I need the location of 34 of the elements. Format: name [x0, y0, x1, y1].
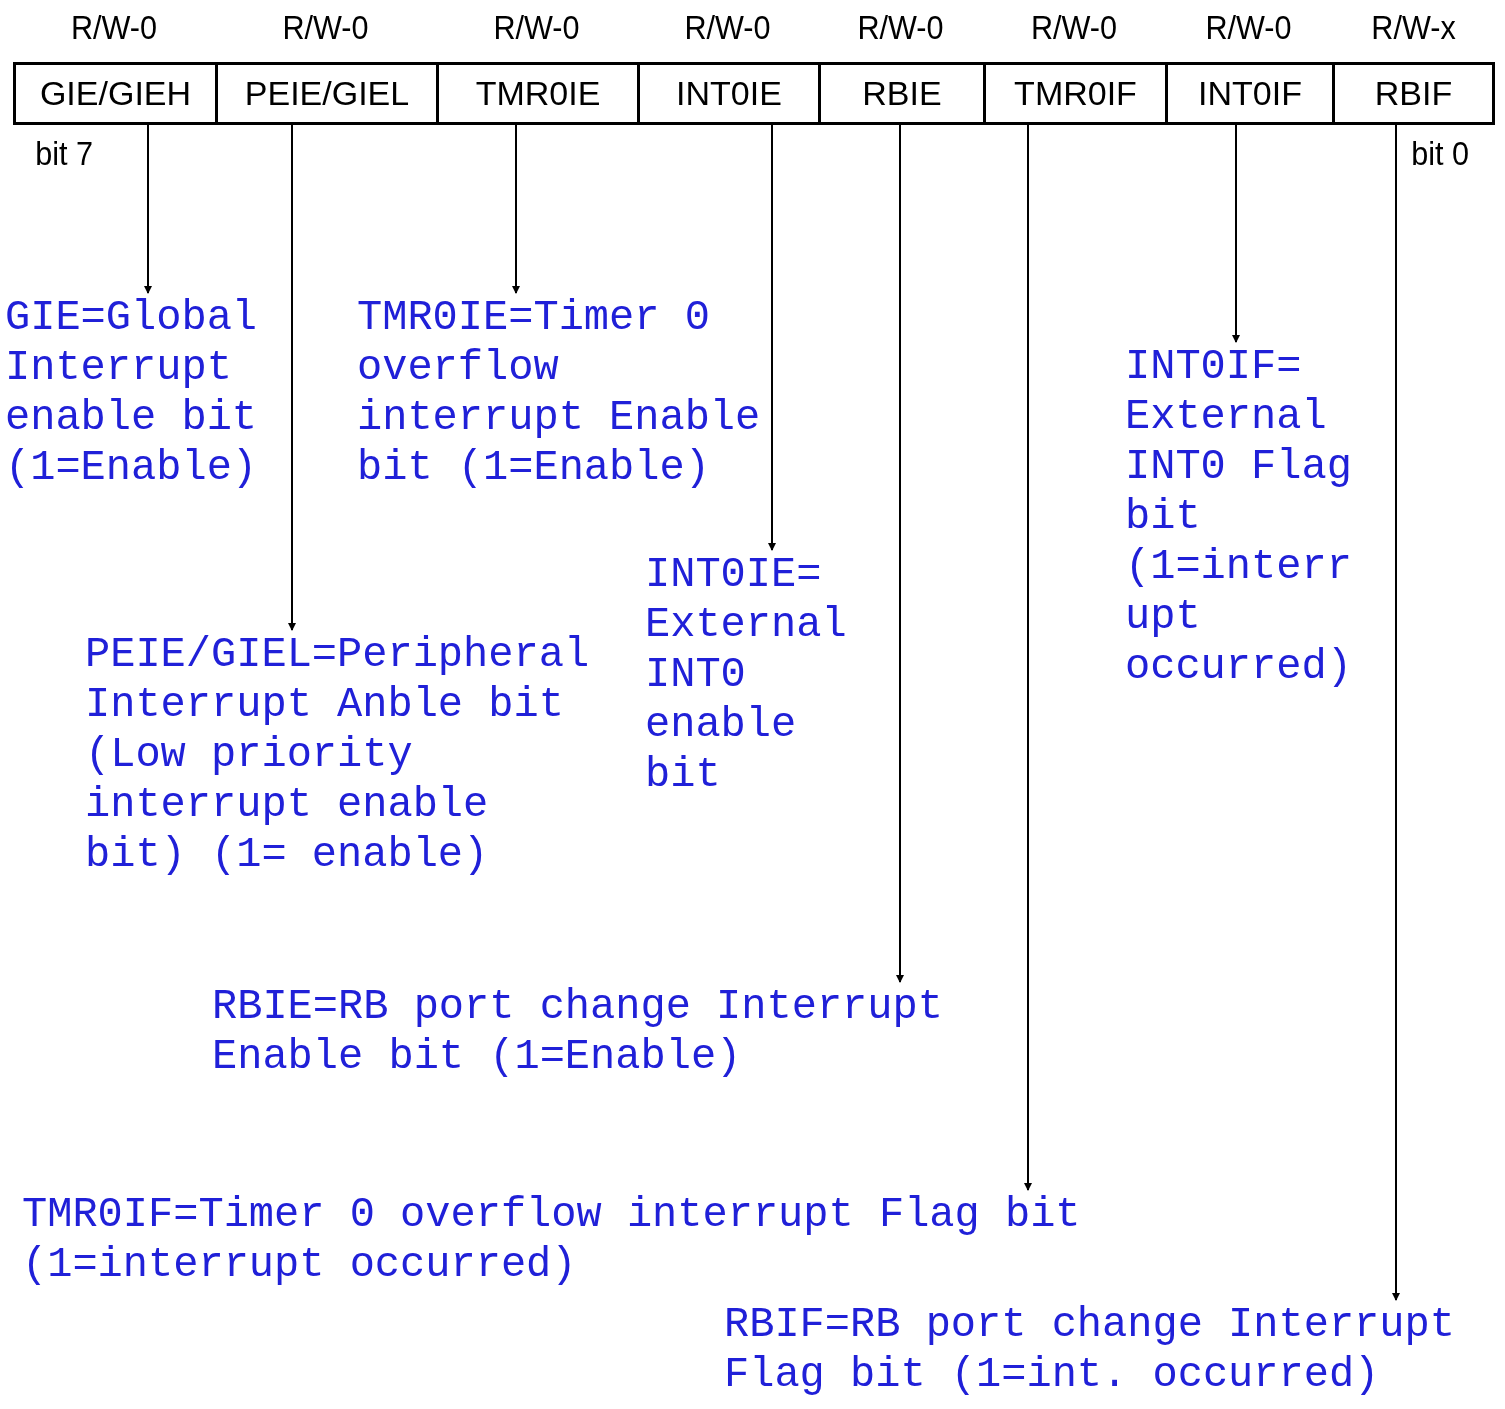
register-bit-cell: GIE/GIEH — [13, 62, 218, 125]
access-label: R/W-0 — [856, 8, 945, 47]
access-label: R/W-0 — [683, 8, 772, 47]
bit-position-label: bit 0 — [1411, 134, 1470, 173]
access-label: R/W-x — [1370, 8, 1457, 47]
bit-description: TMR0IE=Timer 0 overflow interrupt Enable bit (1=Enable) — [357, 293, 761, 493]
arrow — [1232, 124, 1240, 343]
register-bit-cell: TMR0IF — [983, 62, 1168, 125]
arrow — [896, 124, 904, 983]
register-bit-cell: RBIE — [818, 62, 986, 125]
arrow — [768, 124, 776, 551]
arrow — [512, 124, 520, 294]
arrow — [144, 124, 152, 294]
arrow — [288, 124, 296, 631]
access-label: R/W-0 — [1204, 8, 1293, 47]
register-bit-cell: PEIE/GIEL — [215, 62, 439, 125]
register-bit-cell: RBIF — [1332, 62, 1495, 125]
bit-description: RBIE=RB port change Interrupt Enable bit (1=Enable) — [212, 982, 943, 1082]
bit-description: PEIE/GIEL=Peripheral Interrupt Anble bit (Low priority interrupt enable bit) (1= enable) — [85, 630, 590, 880]
bit-description: INT0IE= External INT0 enable bit — [645, 550, 847, 800]
bit-position-label: bit 7 — [35, 134, 94, 173]
access-label: R/W-0 — [492, 8, 581, 47]
access-label: R/W-0 — [69, 8, 159, 47]
register-bit-cell: TMR0IE — [436, 62, 640, 125]
arrow — [1024, 124, 1032, 1191]
register-bit-cell: INT0IF — [1165, 62, 1335, 125]
bit-description: TMR0IF=Timer 0 overflow interrupt Flag bit (1=interrupt occurred) — [22, 1190, 1081, 1290]
bit-description: GIE=Global Interrupt enable bit (1=Enable) — [5, 293, 258, 493]
access-label: R/W-0 — [281, 8, 370, 47]
access-label: R/W-0 — [1029, 8, 1119, 47]
arrow — [1392, 124, 1400, 1301]
bit-description: INT0IF= External INT0 Flag bit (1=interrupt occurred) — [1125, 342, 1352, 692]
register-bit-cell: INT0IE — [637, 62, 821, 125]
bit-description: RBIF=RB port change Interrupt Flag bit (1=int. occurred) — [724, 1300, 1455, 1400]
